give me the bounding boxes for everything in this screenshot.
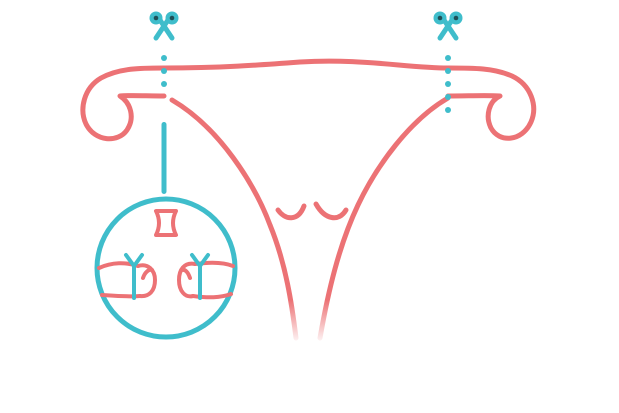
uterus-right-wall [317, 95, 451, 341]
cervix-right-curve [313, 201, 349, 221]
cut-tube-segment [154, 209, 178, 237]
zoom-circle [94, 196, 238, 340]
left-cut-dot [161, 55, 167, 61]
left-tube-curl [80, 65, 167, 142]
fallopian-upper-line [161, 58, 451, 71]
right-cut-dot [445, 55, 451, 61]
scissors-icon [149, 11, 179, 41]
zoom-detail [94, 196, 238, 340]
cervix-left-curve [275, 203, 307, 221]
right-ovary-loop [445, 65, 537, 141]
left-ovary-loop [80, 65, 167, 142]
right-cut-dot [445, 94, 451, 100]
right-cut-dot [445, 107, 451, 113]
right-cut-dot [445, 68, 451, 74]
right-tube-curl [445, 65, 537, 141]
left-cut-dot [161, 81, 167, 87]
bottom-fade [270, 300, 340, 345]
scissors-icon [433, 11, 463, 41]
left-clip [124, 253, 144, 300]
left-cut-line [161, 55, 167, 194]
right-cut-line [445, 55, 451, 113]
left-zoom-stem [161, 122, 167, 194]
right-clip [190, 253, 210, 300]
left-cut-dot [161, 68, 167, 74]
right-cut-dot [445, 81, 451, 87]
